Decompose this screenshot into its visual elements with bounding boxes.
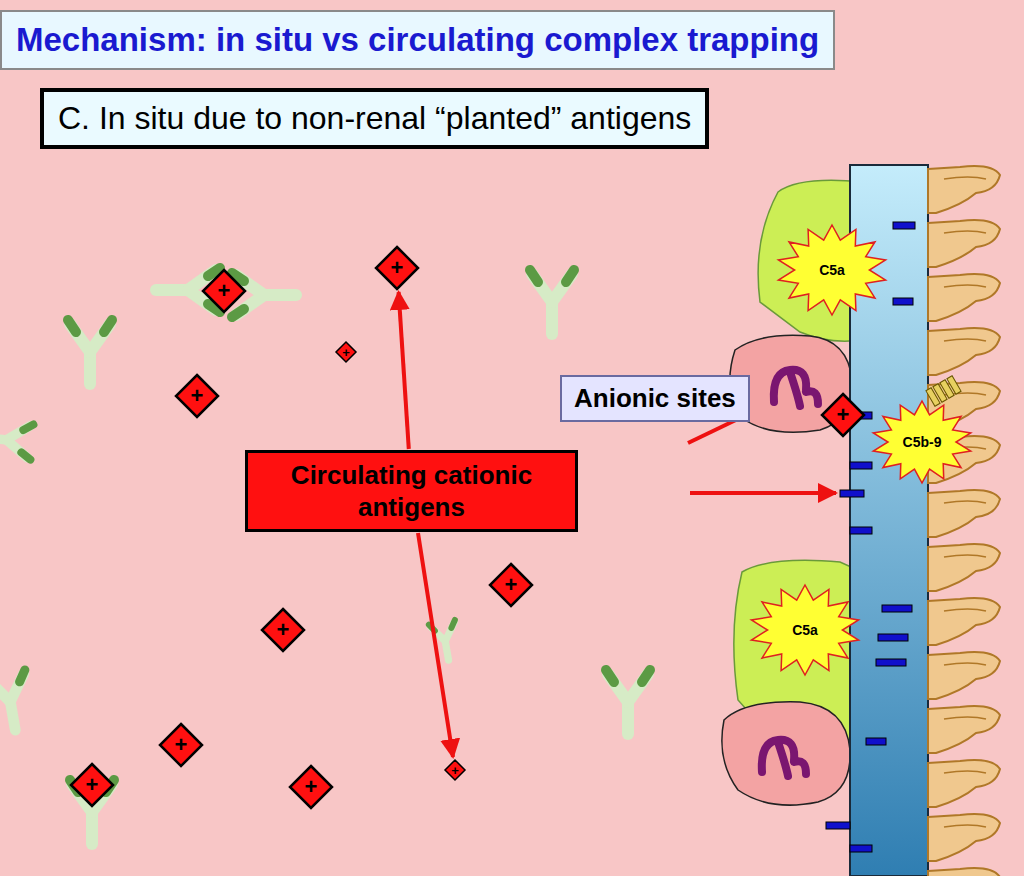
node-text: +	[505, 574, 518, 596]
membrane-attack-complex	[926, 376, 961, 407]
leader-arrows	[688, 418, 836, 493]
node-text: +	[391, 257, 404, 279]
node-text: +	[191, 385, 204, 407]
diamond-outline	[822, 394, 864, 436]
complement-star: C5a	[749, 584, 861, 676]
subtitle-box: C. In situ due to non-renal “planted” an…	[40, 88, 709, 149]
diamond-outline	[160, 724, 202, 766]
antigen-diamond: +	[175, 374, 219, 418]
antigen-diamond: +	[489, 563, 533, 607]
antigen-diamond: +	[202, 269, 246, 313]
diamond-outline	[203, 270, 245, 312]
connector-arrow	[418, 533, 453, 757]
antigen-diamond: +	[821, 393, 865, 437]
node-text: +	[218, 280, 231, 302]
connector-arrow	[399, 292, 409, 449]
antibodies	[0, 268, 650, 844]
antigen-diamond: +	[159, 723, 203, 767]
node-text: +	[277, 619, 290, 641]
star-outline	[751, 585, 858, 675]
diamond-outline	[445, 760, 465, 780]
diamond-outline	[490, 564, 532, 606]
diamond-outline	[71, 764, 113, 806]
node-text: C5a	[792, 622, 818, 638]
node-text: C5b-9	[903, 434, 942, 450]
node-text: +	[305, 776, 318, 798]
antigen-diamond: +	[289, 765, 333, 809]
node-text: +	[451, 764, 459, 777]
diamond-outline	[262, 609, 304, 651]
complement-star: C5b-9	[871, 400, 973, 484]
node-text: +	[86, 774, 99, 796]
anionic-sites	[826, 222, 915, 852]
antigen-diamond: +	[261, 608, 305, 652]
node-text: C. In situ due to non-renal “planted” an…	[58, 100, 691, 137]
antigen-diamond: +	[375, 246, 419, 290]
node-text: +	[175, 734, 188, 756]
antigen-label-box: Circulating cationic antigens	[245, 450, 578, 532]
diamond-outline	[336, 342, 356, 362]
node-text: Circulating cationic antigens	[262, 459, 561, 523]
podocyte-foot-processes	[928, 166, 1000, 876]
node-text: Anionic sites	[574, 383, 736, 414]
antigen-diamond: +	[335, 341, 357, 363]
complement-star: C5a	[776, 224, 888, 316]
diamond-outline	[176, 375, 218, 417]
antigen-diamond: +	[444, 759, 466, 781]
title: Mechanism: in situ vs circulating comple…	[0, 10, 835, 70]
diamond-outline	[376, 247, 418, 289]
node-text: +	[837, 404, 850, 426]
diamond-outline	[290, 766, 332, 808]
node-text: C5a	[819, 262, 845, 278]
star-outline	[778, 225, 885, 315]
antigen-diamond: +	[70, 763, 114, 807]
star-outline	[873, 401, 971, 483]
node-text: +	[342, 346, 350, 359]
callout-box: Anionic sites	[560, 375, 750, 422]
